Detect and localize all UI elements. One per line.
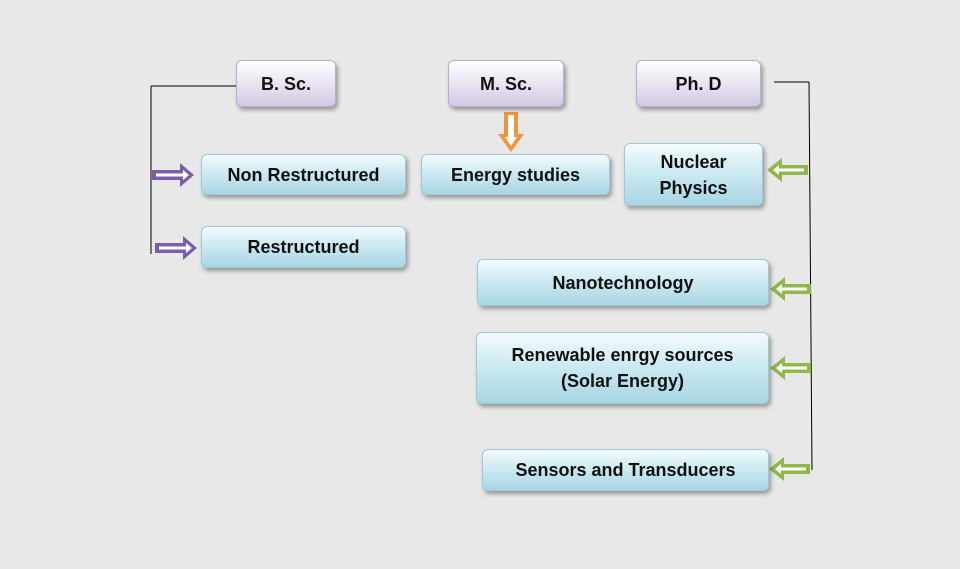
phd-bracket [774, 81, 813, 471]
arrow-to-restructured [155, 236, 197, 260]
renewable-energy-label: Renewable enrgy sources (Solar Energy) [511, 345, 734, 391]
arrow-to-non-restructured [152, 163, 194, 187]
arrow-to-nuclear-physics [767, 158, 808, 182]
arrow-to-energy-studies [498, 112, 524, 152]
nuclear-physics-label: Nuclear Physics [659, 151, 728, 198]
arrow-to-renewable [770, 356, 811, 380]
arrow-to-sensors [769, 457, 810, 481]
arrow-to-nanotechnology [770, 277, 811, 301]
msc-header: M. Sc. [448, 60, 564, 107]
restructured-label: Restructured [247, 237, 360, 257]
nanotechnology-box: Nanotechnology [477, 259, 769, 306]
restructured-box: Restructured [201, 226, 406, 268]
sensors-transducers-label: Sensors and Transducers [515, 460, 736, 480]
msc-header-label: M. Sc. [479, 73, 532, 94]
non-restructured-label: Non Restructured [227, 164, 380, 185]
nanotechnology-label: Nanotechnology [552, 272, 694, 293]
phd-header-label: Ph. D [675, 73, 722, 94]
bsc-bracket [150, 85, 236, 254]
phd-header: Ph. D [636, 60, 761, 107]
sensors-transducers-box: Sensors and Transducers [482, 449, 769, 491]
non-restructured-box: Non Restructured [201, 154, 406, 195]
bsc-header-label: B. Sc. [260, 73, 312, 94]
renewable-energy-box: Renewable enrgy sources (Solar Energy) [476, 332, 769, 404]
bsc-header: B. Sc. [236, 60, 336, 107]
energy-studies-box: Energy studies [421, 154, 610, 195]
energy-studies-label: Energy studies [450, 164, 581, 185]
nuclear-physics-box: Nuclear Physics [624, 143, 763, 206]
